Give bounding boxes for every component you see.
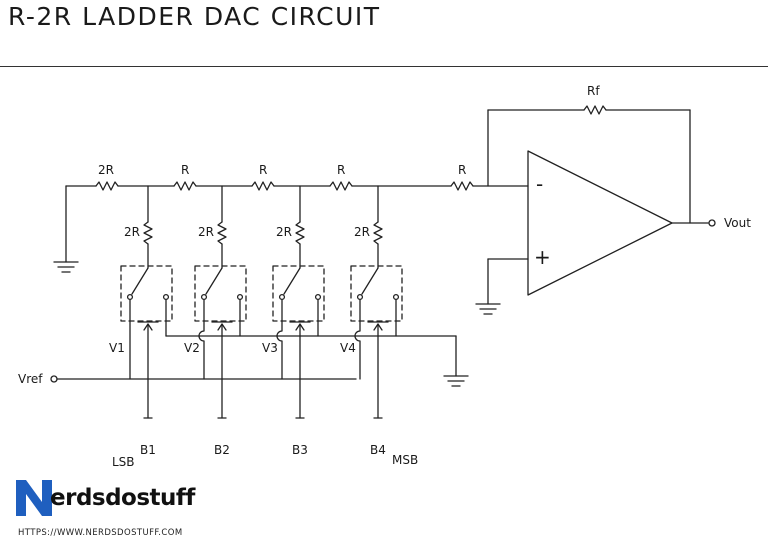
logo-wordmark: erdsdostuff <box>50 485 195 511</box>
opamp-triangle <box>527 150 673 296</box>
resistor-r3 <box>329 181 353 191</box>
label-2r-shunt-1: 2R <box>124 225 140 239</box>
label-v1: V1 <box>109 341 125 355</box>
label-b3: B3 <box>292 443 308 457</box>
title-divider <box>0 66 768 67</box>
label-noninverting: + <box>534 245 551 269</box>
label-r3: R <box>337 163 345 177</box>
ground-symbol-left <box>53 261 79 273</box>
label-msb: MSB <box>392 453 418 467</box>
label-v3: V3 <box>262 341 278 355</box>
page-title: R-2R LADDER DAC CIRCUIT <box>8 2 381 31</box>
label-r4: R <box>458 163 466 177</box>
label-b1: B1 <box>140 443 156 457</box>
label-r1: R <box>181 163 189 177</box>
label-v2: V2 <box>184 341 200 355</box>
switch-leg-4 <box>350 185 403 419</box>
label-vref: Vref <box>18 372 43 386</box>
label-2r-shunt-4: 2R <box>354 225 370 239</box>
switch-leg-3 <box>272 185 325 419</box>
brand-logo: erdsdostuff HTTPS://WWW.NERDSDOSTUFF.COM <box>14 478 214 542</box>
ground-symbol-opamp <box>475 303 501 315</box>
logo-n-icon <box>16 480 52 516</box>
vout-terminal <box>708 219 716 227</box>
resistor-2r-left <box>95 181 119 191</box>
ground-symbol-rail <box>443 375 469 387</box>
label-r2: R <box>259 163 267 177</box>
switch-leg-1 <box>120 185 173 419</box>
label-2r-shunt-2: 2R <box>198 225 214 239</box>
label-lsb: LSB <box>112 455 135 469</box>
resistor-r1 <box>173 181 197 191</box>
label-v4: V4 <box>340 341 356 355</box>
label-2r-shunt-3: 2R <box>276 225 292 239</box>
label-b4: B4 <box>370 443 386 457</box>
label-2r-top: 2R <box>98 163 114 177</box>
label-rf: Rf <box>587 84 600 98</box>
vref-terminal <box>50 375 58 383</box>
logo-url: HTTPS://WWW.NERDSDOSTUFF.COM <box>18 528 183 538</box>
resistor-r2 <box>251 181 275 191</box>
resistor-r4 <box>450 181 474 191</box>
label-inverting: - <box>536 172 543 196</box>
switch-leg-2 <box>194 185 247 419</box>
resistor-rf <box>583 105 607 115</box>
label-vout: Vout <box>724 216 751 230</box>
label-b2: B2 <box>214 443 230 457</box>
